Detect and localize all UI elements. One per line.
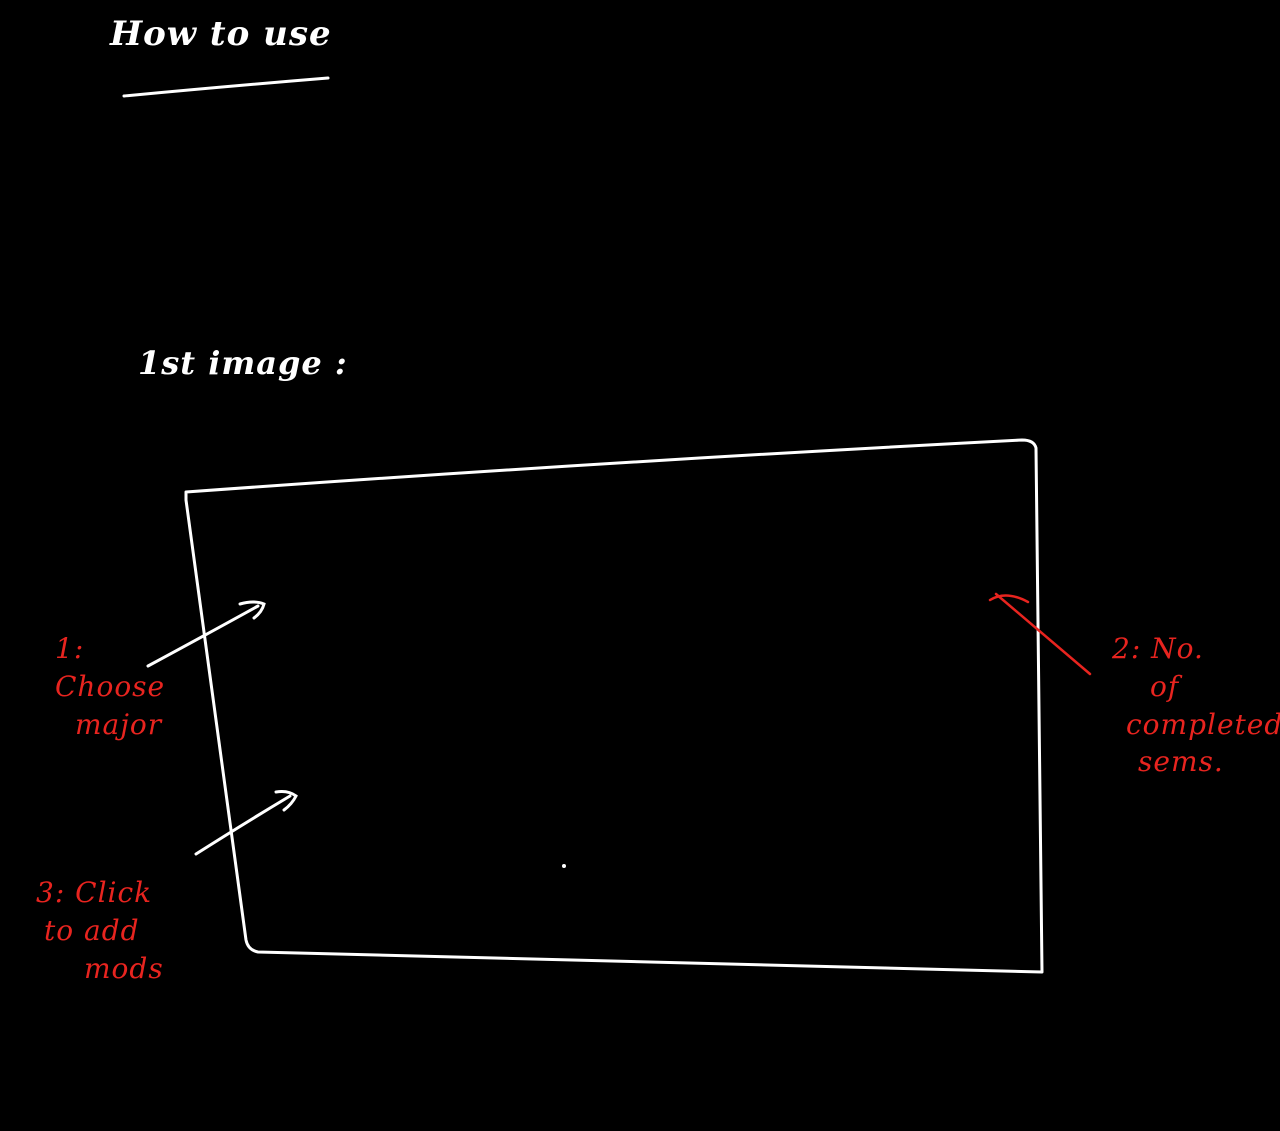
annotation-line: 2: No. (1112, 632, 1204, 665)
annotation-line: sems. (1138, 745, 1224, 779)
annotation-line: completed (1126, 707, 1280, 741)
arrow-add-mods-head (274, 790, 298, 812)
sketch-title: How to use (110, 14, 332, 54)
annotation-choose-major: 1: Choose major (55, 630, 165, 743)
sketch-subtitle: 1st image : (138, 344, 348, 382)
annotation-line: 1: (55, 632, 85, 665)
annotation-add-mods: 3: Click to add mods (36, 874, 164, 987)
annotation-line: of (1150, 669, 1180, 703)
annotation-line: to add (44, 913, 140, 947)
arrow-completed-sems (994, 592, 1092, 676)
annotation-completed-sems: 2: No. of completed sems. (1112, 630, 1280, 781)
annotation-line: Choose (55, 669, 166, 703)
annotation-line: mods (84, 951, 164, 985)
title-underline (122, 76, 330, 98)
arrow-add-mods (194, 794, 292, 856)
annotation-line: major (75, 707, 163, 741)
arrow-choose-major (146, 604, 260, 668)
wireframe-rectangle (184, 438, 1044, 974)
arrow-choose-major-head (238, 600, 266, 620)
stray-dot (562, 864, 566, 868)
arrow-completed-sems-head (988, 594, 1030, 604)
annotation-line: 3: Click (36, 876, 153, 909)
